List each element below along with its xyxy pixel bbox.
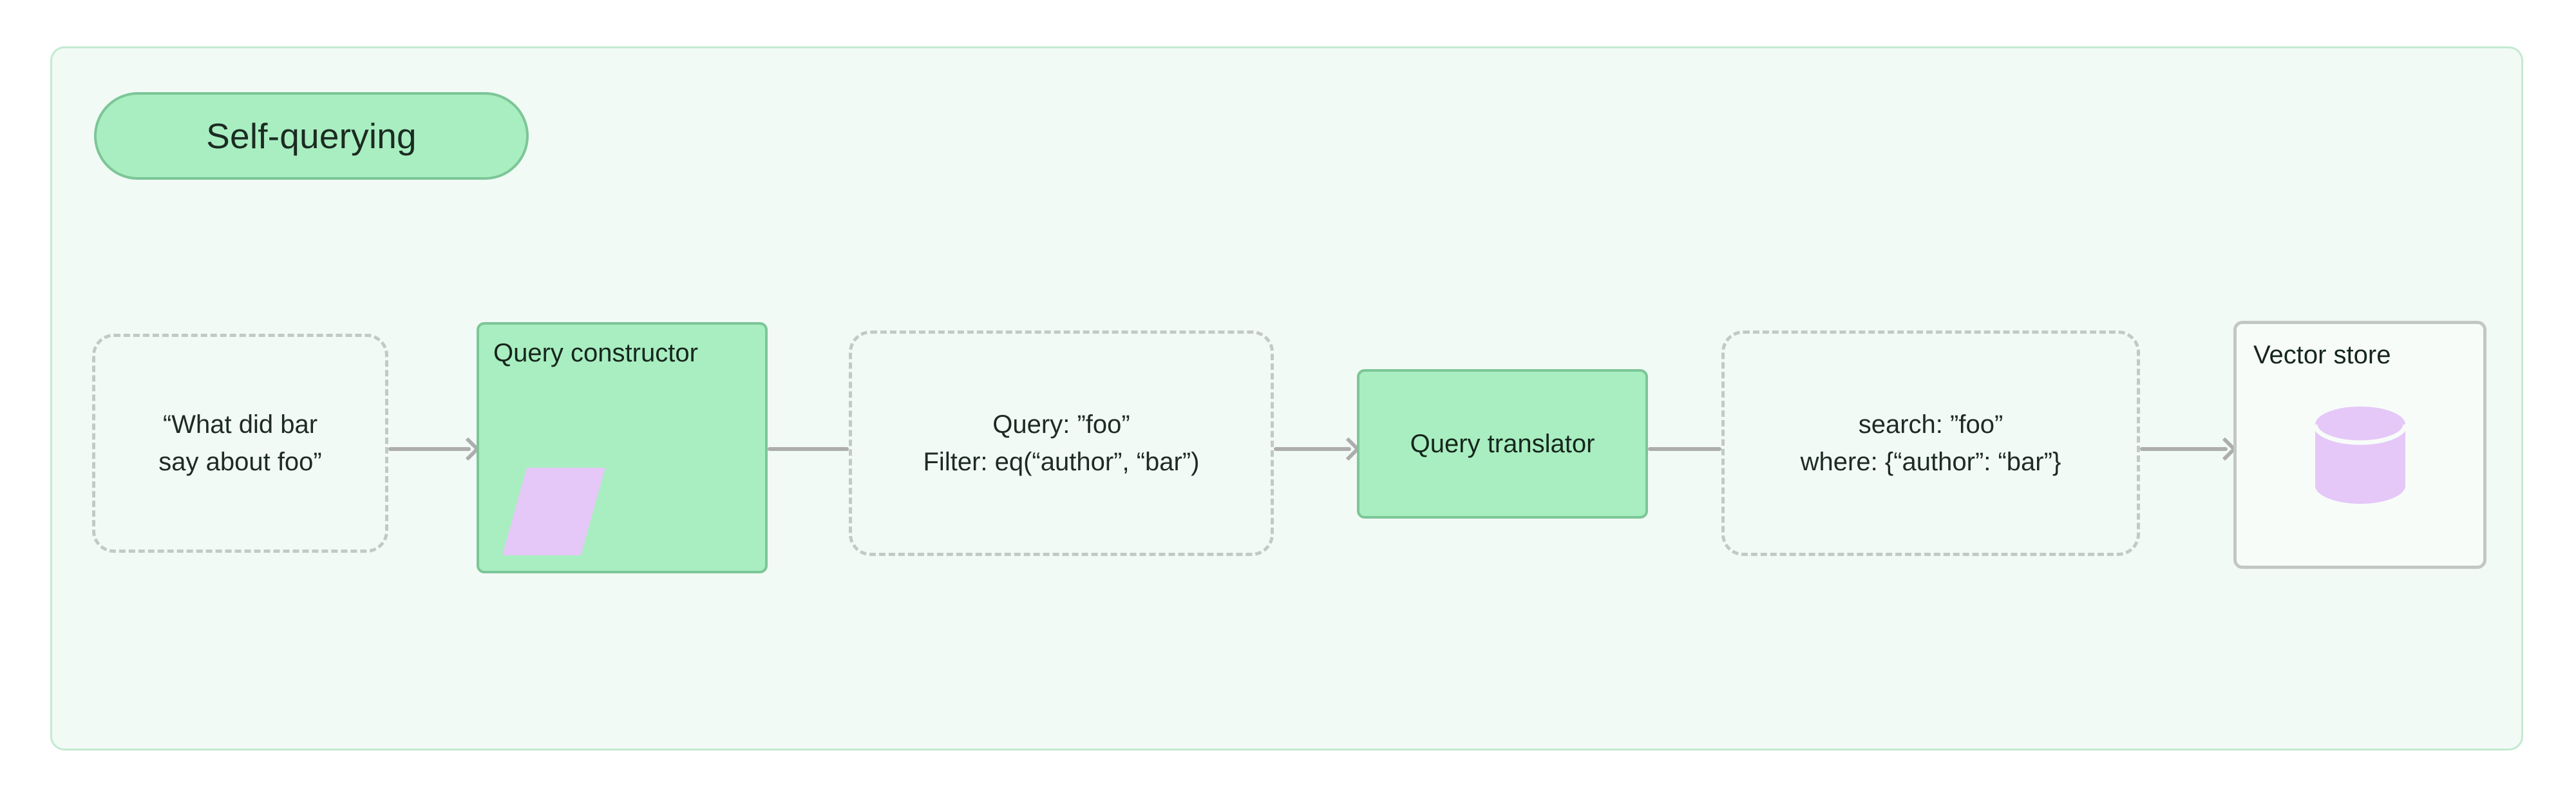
structured-query-line-2: Filter: eq(“author”, “bar”) [923,448,1200,476]
query-constructor-label: Query constructor [493,339,698,367]
arrow-shaft [388,447,471,451]
node-structured-query[interactable]: Query: ”foo” Filter: eq(“author”, “bar”) [849,330,1274,556]
user-query-line-1: “What did bar [162,410,318,439]
user-query-line-2: say about foo” [158,448,322,476]
node-query-constructor[interactable]: Query constructor [477,322,768,573]
arrow-vectorstore-query-to-vector-store [2140,437,2237,461]
vector-store-label: Vector store [2253,341,2391,369]
arrow-structured-query-to-query-translator [1274,437,1361,461]
arrow-user-query-to-query-constructor [388,437,480,461]
arrow-query-translator-to-vectorstore-query [1648,438,1721,460]
panel-title-label: Self-querying [206,115,417,156]
node-query-translator[interactable]: Query translator [1357,369,1648,519]
structured-query-line-1: Query: ”foo” [992,410,1130,439]
node-user-query[interactable]: “What did bar say about foo” [92,334,388,553]
node-vector-store[interactable]: Vector store [2233,321,2486,569]
vectorstore-query-line-1: search: ”foo” [1858,410,2003,439]
database-cylinder-icon [2313,407,2407,504]
arrow-shaft [768,447,849,451]
arrow-shaft [1274,447,1351,451]
arrow-shaft [2140,447,2228,451]
query-translator-label: Query translator [1410,430,1595,458]
vectorstore-query-line-2: where: {“author”: “bar”} [1800,448,2061,476]
parallelogram-icon [502,468,605,555]
arrow-query-constructor-to-structured-query [768,438,849,460]
flow-diagram: “What did bar say about foo” Query const… [52,48,2521,749]
node-vectorstore-query[interactable]: search: ”foo” where: {“author”: “bar”} [1721,330,2140,556]
arrow-shaft [1648,447,1721,451]
self-querying-panel: Self-querying “What did bar say about fo… [50,46,2523,751]
panel-title-badge: Self-querying [94,92,529,180]
